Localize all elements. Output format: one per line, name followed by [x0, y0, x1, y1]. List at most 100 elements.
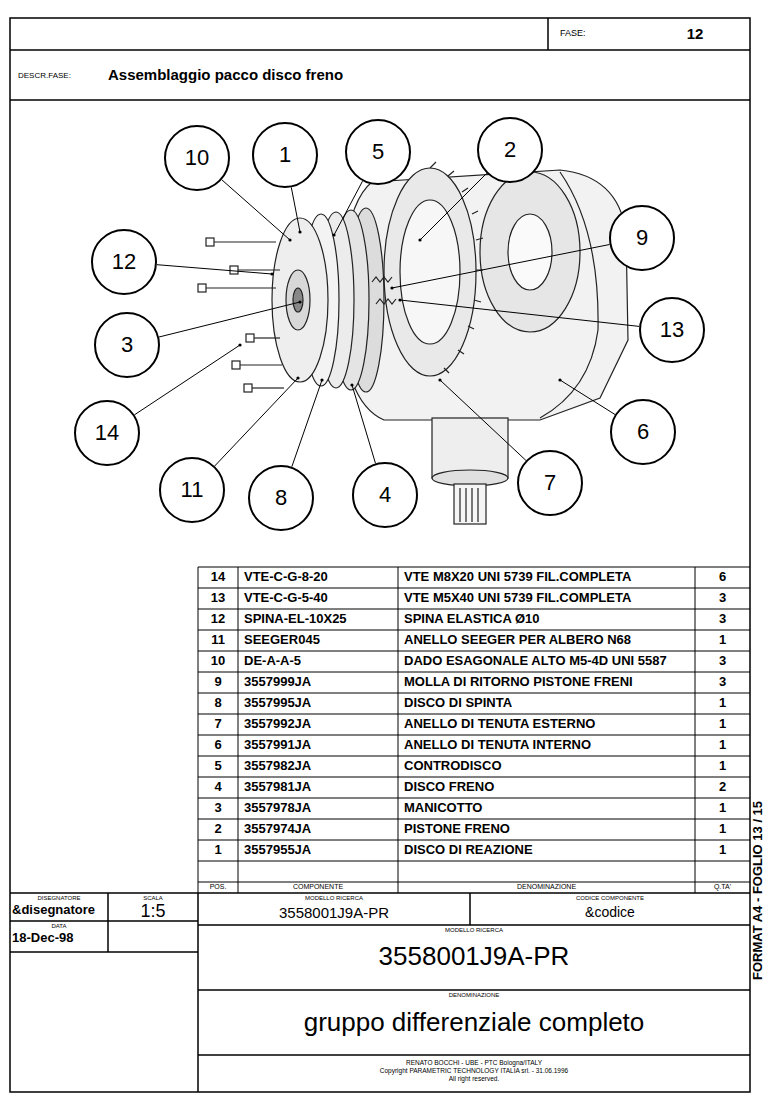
pinion-shaft	[454, 484, 486, 524]
leader-line	[159, 302, 300, 337]
callout-number: 11	[181, 479, 204, 501]
table-cell: 1	[695, 717, 750, 732]
table-cell: ANELLO DI TENUTA ESTERNO	[404, 717, 692, 732]
table-cell: 6	[198, 738, 238, 753]
housing	[340, 170, 628, 420]
leader-dot	[350, 383, 353, 386]
callout-number: 12	[112, 251, 136, 273]
callout-circle: 9	[609, 205, 675, 271]
drawing-line	[206, 287, 276, 288]
callout-number: 4	[379, 484, 391, 506]
table-cell: 3557991JA	[244, 738, 394, 753]
table-cell: MANICOTTO	[404, 801, 692, 816]
drawing-line	[214, 241, 276, 242]
drawing-line	[246, 334, 254, 342]
drawing-line	[10, 920, 198, 922]
leader-dot	[288, 238, 291, 241]
table-cell: SPINA-EL-10X25	[244, 612, 394, 627]
table-cell: 3557955JA	[244, 843, 394, 858]
drawing-line	[198, 735, 750, 736]
table-cell: 1	[695, 822, 750, 837]
flange-screws	[198, 238, 284, 392]
drawing-line	[198, 651, 750, 652]
table-cell: 2	[198, 822, 238, 837]
field-value: &codice	[470, 904, 750, 920]
table-cell: 3557978JA	[244, 801, 394, 816]
copyright-note: All right reserved.	[198, 1075, 750, 1082]
leader-line	[215, 378, 298, 466]
table-cell: 11	[198, 633, 238, 648]
table-header: COMPONENTE	[238, 883, 398, 891]
table-cell: 3557992JA	[244, 717, 394, 732]
drawing-line	[198, 840, 750, 841]
parts-table-grid	[198, 567, 750, 893]
table-cell: 4	[198, 780, 238, 795]
return-springs	[372, 277, 396, 304]
table-cell: 3	[198, 801, 238, 816]
leader-dot	[418, 238, 421, 241]
table-cell: DADO ESAGONALE ALTO M5-4D UNI 5587	[404, 654, 692, 669]
ring-gear-inner	[400, 200, 460, 344]
leader-line	[292, 380, 322, 467]
drawing-line	[252, 387, 284, 388]
reaction-flange	[272, 218, 328, 382]
drawing-line	[198, 609, 750, 610]
drawing-line	[198, 861, 750, 862]
leader-line	[334, 181, 363, 235]
leader-dot	[390, 286, 393, 289]
table-cell: DE-A-A-5	[244, 654, 394, 669]
table-cell: 1	[695, 696, 750, 711]
pinion-housing	[432, 418, 508, 478]
callout-circle: 14	[74, 400, 140, 466]
table-cell: 3	[695, 591, 750, 606]
leader-dot	[438, 378, 441, 381]
ring-gear	[384, 168, 476, 376]
field-value: &disegnatore	[12, 903, 106, 918]
drawing-line	[240, 364, 282, 365]
table-header: POS.	[198, 883, 238, 891]
phase-description: Assemblaggio pacco disco freno	[108, 66, 528, 83]
leader-dot	[558, 378, 561, 381]
drawing-line	[10, 49, 750, 51]
callout-circle: 5	[345, 119, 411, 185]
table-cell: 3557981JA	[244, 780, 394, 795]
drawing-line	[198, 819, 750, 820]
table-cell: VTE M5X40 UNI 5739 FIL.COMPLETA	[404, 591, 692, 606]
table-cell: 12	[198, 612, 238, 627]
drawing-line	[198, 284, 206, 292]
field-caption: SCALA	[110, 895, 196, 902]
drawing-number: 3558001J9A-PR	[198, 942, 750, 972]
copyright-note: RENATO BOCCHI - UBE - PTC Bologna/ITALY	[198, 1059, 750, 1066]
callout-number: 6	[637, 421, 649, 443]
callout-circle: 1	[252, 122, 318, 188]
leader-line	[440, 380, 526, 460]
table-header: DENOMINAZIONE	[398, 883, 695, 891]
table-cell: ANELLO DI TENUTA INTERNO	[404, 738, 692, 753]
leader-dot	[320, 378, 323, 381]
field-value: 3558001J9A-PR	[198, 904, 470, 921]
table-cell: SEEGER045	[244, 633, 394, 648]
drawing-line	[198, 588, 750, 589]
field-value: 1:5	[110, 901, 196, 922]
title-block-grid	[10, 893, 750, 1092]
callout-number: 10	[185, 147, 209, 169]
leader-line	[352, 385, 376, 463]
drawing-line	[198, 924, 750, 926]
drawing-line	[107, 893, 109, 952]
drawing-line	[198, 672, 750, 673]
table-cell: 3557974JA	[244, 822, 394, 837]
table-cell: 1	[695, 801, 750, 816]
table-cell: DISCO FRENO	[404, 780, 692, 795]
table-cell: 9	[198, 675, 238, 690]
table-cell: DISCO DI REAZIONE	[404, 843, 692, 858]
field-caption: CODICE COMPONENTE	[470, 895, 750, 902]
callout-number: 1	[279, 144, 291, 166]
table-cell: DISCO DI SPINTA	[404, 696, 692, 711]
leader-line	[420, 173, 487, 240]
table-cell: 1	[695, 738, 750, 753]
callout-circle: 6	[610, 399, 676, 465]
second-gear-hub	[508, 214, 552, 290]
leader-line	[222, 180, 290, 240]
table-cell: 1	[695, 843, 750, 858]
drawing-line	[10, 951, 198, 953]
